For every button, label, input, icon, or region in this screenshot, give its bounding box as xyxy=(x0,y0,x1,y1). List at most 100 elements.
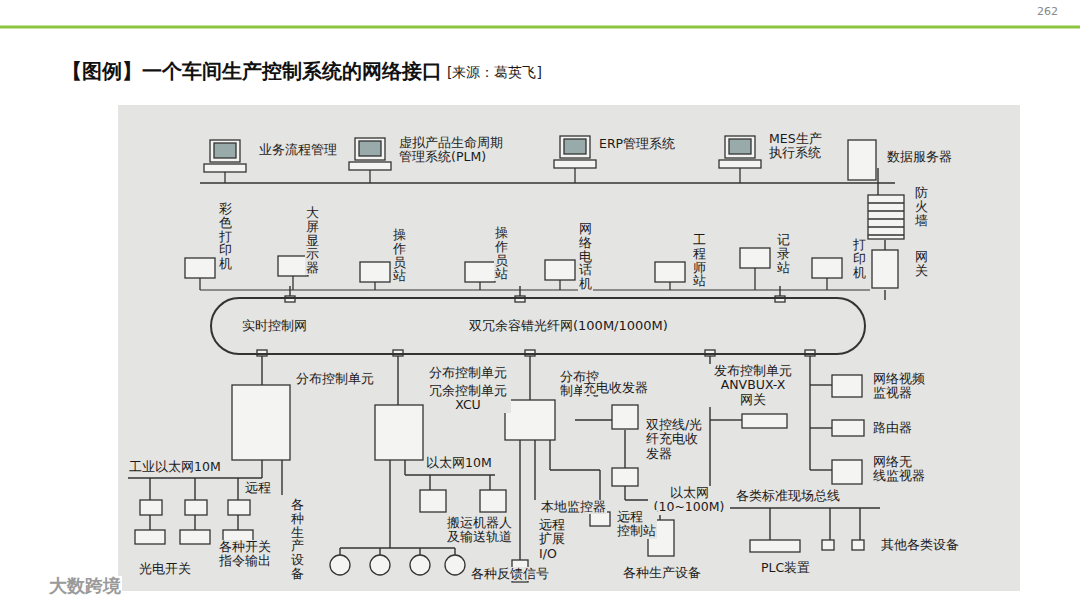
device-label: [来源：葛英飞] xyxy=(446,64,543,80)
device-label: MES生产执行系统 xyxy=(768,132,823,161)
pc-monitor xyxy=(355,138,385,160)
device-link xyxy=(559,280,560,290)
header-rule xyxy=(0,26,1080,29)
gateway-device xyxy=(742,414,787,428)
device-label: 发布控制单元ANVBUX-X网关 xyxy=(700,364,806,407)
device-label: 远程 xyxy=(244,481,272,495)
pc-monitor xyxy=(210,140,240,162)
device-label: 分布控制单元 xyxy=(428,366,508,380)
photo-ground xyxy=(118,105,1020,591)
device-label: 充电收发器 xyxy=(582,381,649,395)
device-label: 以太网(10~100M) xyxy=(648,486,730,515)
device-label: 工程师站 xyxy=(692,233,707,288)
ring-tap xyxy=(705,350,715,356)
wireless-monitor xyxy=(832,460,862,484)
wires xyxy=(128,168,895,560)
plc-device xyxy=(750,540,800,552)
device-link xyxy=(669,282,670,290)
printer xyxy=(812,258,842,278)
device-label: 远程控制站 xyxy=(616,510,657,539)
device-link xyxy=(374,282,375,290)
device-label: 业务流程管理 xyxy=(258,143,338,157)
device-label: 其他各类设备 xyxy=(880,538,960,552)
pc-base xyxy=(349,162,391,170)
pc-screen xyxy=(564,139,586,154)
robot xyxy=(480,490,506,512)
engineer-station xyxy=(655,262,685,282)
screen xyxy=(278,256,308,276)
feedback-sensor xyxy=(330,555,350,575)
pc-base xyxy=(204,164,246,172)
device-label: 工业以太网10M xyxy=(128,460,222,474)
control-cabinet xyxy=(375,405,423,460)
brick-line xyxy=(868,210,904,211)
device-label: 以太网10M xyxy=(425,456,493,470)
field-device xyxy=(822,540,834,550)
device-label: 网络电话机 xyxy=(578,222,593,291)
transceiver xyxy=(612,468,638,486)
device-label: 各类标准现场总线 xyxy=(735,489,841,503)
transceiver xyxy=(612,405,638,429)
operator-station xyxy=(465,262,495,282)
device-label: 虚拟产品生命周期管理系统(PLM) xyxy=(398,136,504,165)
device-label: 路由器 xyxy=(872,421,913,435)
ring-tap xyxy=(805,350,815,356)
device-link xyxy=(826,278,827,290)
control-unit xyxy=(505,400,555,440)
gateway-box xyxy=(872,250,898,288)
device-link xyxy=(754,268,755,290)
feedback-sensor xyxy=(410,555,430,575)
router xyxy=(832,420,864,436)
pc-monitor xyxy=(725,136,755,158)
ring-label: 实时控制网 xyxy=(240,317,309,335)
device-label: 网络无线监视器 xyxy=(872,455,926,484)
fiber-ring: 实时控制网双冗余容错光纤网(100M/1000M) xyxy=(210,297,866,355)
device-label: 搬运机器人及输送轨道 xyxy=(446,516,513,545)
device-label: 本地监控器 xyxy=(540,500,607,514)
printer xyxy=(185,258,215,278)
remote-io xyxy=(140,500,162,515)
device-link xyxy=(292,276,293,290)
photo-switch xyxy=(180,530,210,544)
device-label: 各种开关指令输出 xyxy=(218,540,272,569)
device-label: ERP管理系统 xyxy=(598,137,676,151)
pc-link xyxy=(224,172,225,183)
pc-screen xyxy=(729,139,751,154)
device-label: 网关 xyxy=(914,250,929,278)
photo-switch xyxy=(135,530,165,544)
device-label: 各种反馈信号 xyxy=(470,567,550,581)
pc-link xyxy=(574,168,575,183)
device-label: 操作员站 xyxy=(494,226,509,281)
ring-tap xyxy=(257,350,267,356)
device-label: 远程扩展I/O xyxy=(538,518,566,561)
device-label: 双控线/光纤充电收发器 xyxy=(645,418,703,461)
ring-tap xyxy=(525,350,535,356)
video-monitor xyxy=(832,375,862,397)
device-label: 大屏显示器 xyxy=(305,206,320,275)
device-label: PLC装置 xyxy=(760,561,811,575)
device-label: 网络视频监视器 xyxy=(872,372,926,401)
slide-title: 【图例】一个车间生产控制系统的网络接口 xyxy=(62,58,442,85)
pc-screen xyxy=(359,141,381,156)
pc-link xyxy=(739,168,740,183)
device-label: 光电开关 xyxy=(138,562,192,576)
feedback-sensor xyxy=(445,555,465,575)
record-station xyxy=(740,248,770,268)
brick-line xyxy=(868,202,904,203)
ring-feeder xyxy=(200,290,870,291)
feedback-sensor xyxy=(370,555,390,575)
watermark: 大数跨境 xyxy=(48,576,122,597)
firewall xyxy=(868,195,904,239)
device-label: 操作员站 xyxy=(392,228,407,283)
remote-io xyxy=(185,500,207,515)
device-label: 冗余控制单元XCU xyxy=(425,384,511,413)
brick-line xyxy=(868,226,904,227)
robot xyxy=(420,490,446,512)
brick-line xyxy=(868,218,904,219)
pc-screen xyxy=(214,143,236,158)
device-label: 彩色打印机 xyxy=(218,202,233,271)
data-server xyxy=(848,140,876,180)
remote-io xyxy=(228,500,250,515)
